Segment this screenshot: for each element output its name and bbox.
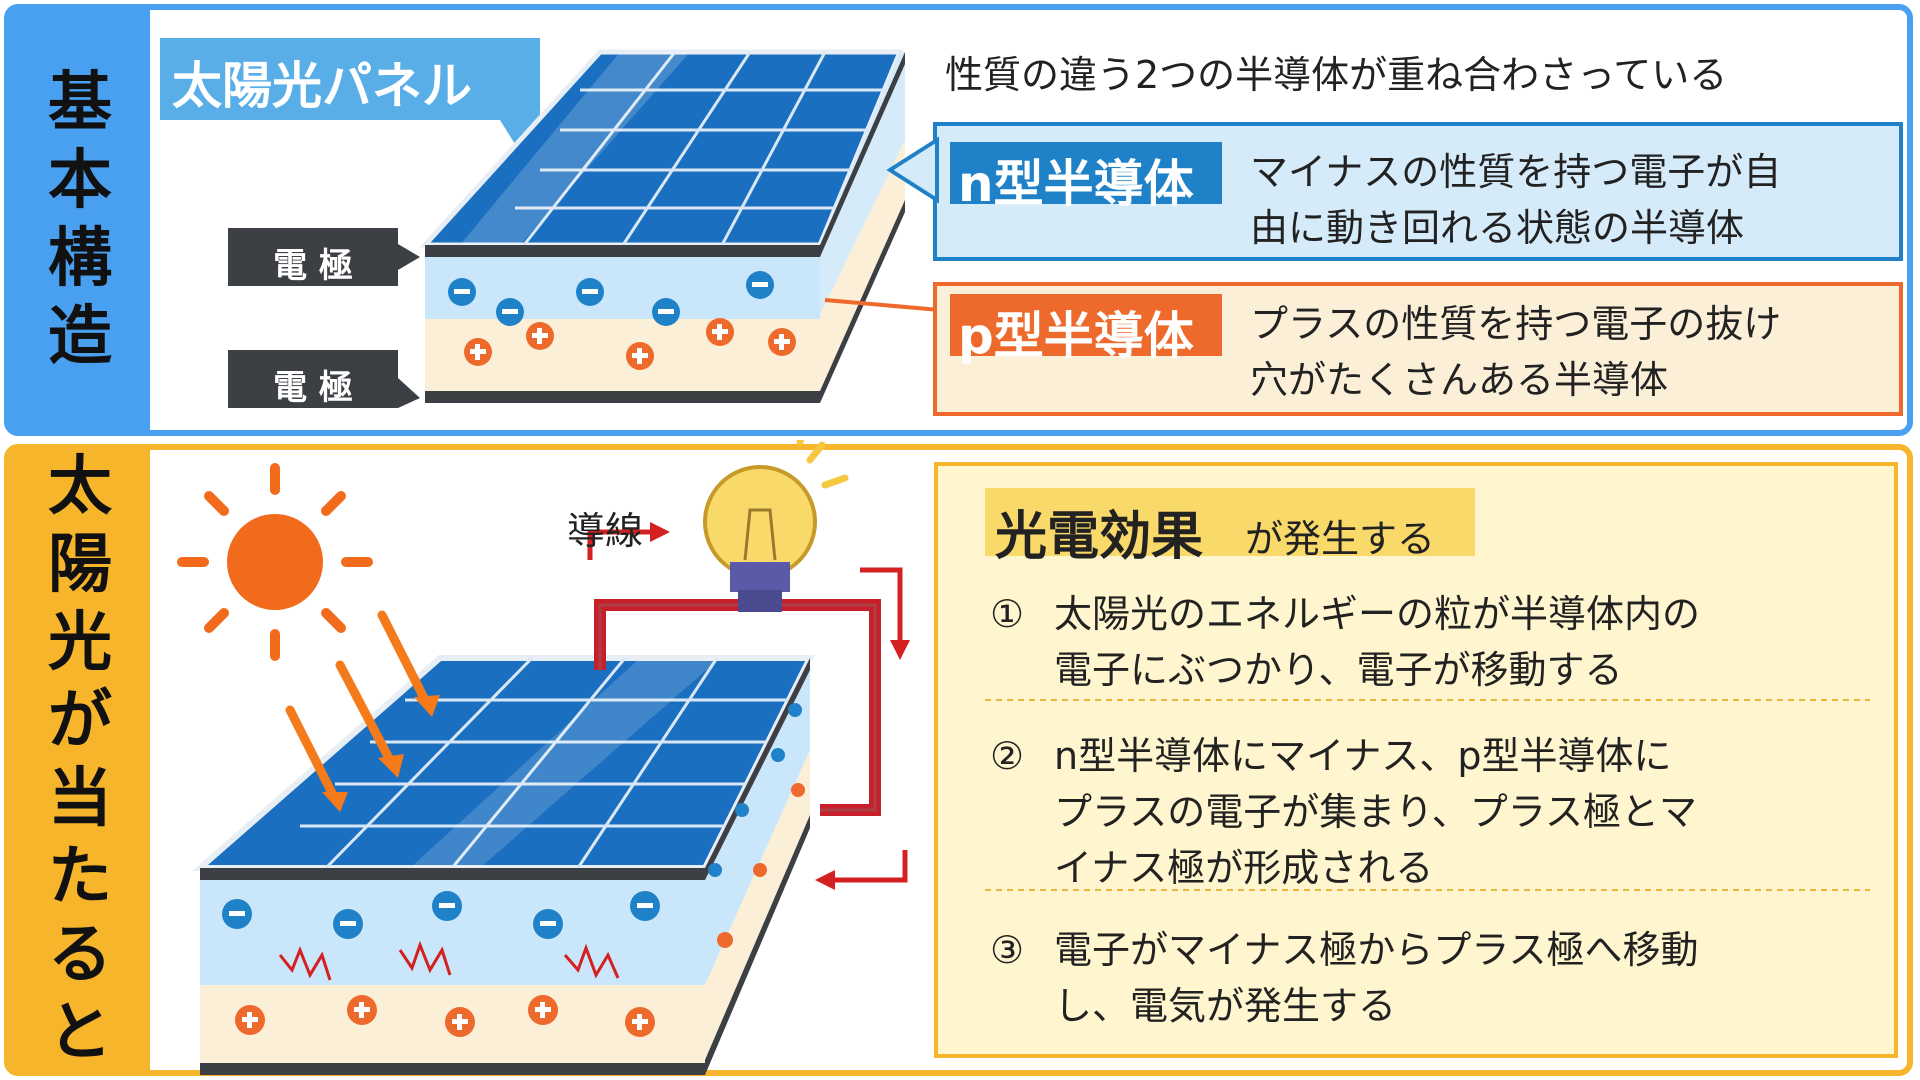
electrode-bottom-label: 電 極 xyxy=(273,368,353,408)
step-line: 電子にぶつかり、電子が移動する xyxy=(1054,648,1623,692)
step-number: ③ xyxy=(990,928,1025,972)
n-type-desc-line: 由に動き回れる状態の半導体 xyxy=(1250,206,1745,250)
light-rays xyxy=(285,610,430,800)
side-char: 当 xyxy=(48,762,112,836)
wire-label: 導線 xyxy=(567,509,644,553)
side-char: 造 xyxy=(48,300,112,374)
current-arrows xyxy=(587,529,908,883)
electron-markers xyxy=(448,271,774,326)
side-char: る xyxy=(48,918,112,992)
sunlight-side-label: 太 陽 光 が 当 た る と xyxy=(10,450,150,1070)
side-char: 構 xyxy=(48,222,112,296)
light-glow xyxy=(796,440,849,489)
side-char: 本 xyxy=(48,144,112,218)
hole-markers xyxy=(464,318,796,370)
n-type-title: n型半導体 xyxy=(958,155,1194,213)
effect-title: 光電効果 xyxy=(995,507,1204,567)
p-type-desc-line: プラスの性質を持つ電子の抜け xyxy=(1250,302,1782,346)
step-line: 太陽光のエネルギーの粒が半導体内の xyxy=(1054,592,1701,636)
basic-structure-side-label: 基 本 構 造 xyxy=(10,10,150,430)
side-electron-markers xyxy=(708,703,805,948)
step-number: ② xyxy=(990,734,1025,778)
light-bulb-icon xyxy=(703,465,817,612)
side-char: た xyxy=(48,840,112,914)
step-line: プラスの電子が集まり、プラス極とマ xyxy=(1054,790,1697,834)
p-type-desc-line: 穴がたくさんある半導体 xyxy=(1250,358,1669,402)
panel-structure-illustration xyxy=(160,38,1903,416)
electrode-top-label-box xyxy=(228,228,398,286)
panel-label-box xyxy=(160,38,540,120)
structure-headline: 性質の違う2つの半導体が重ね合わさっている xyxy=(945,53,1728,97)
step-3: ③ 電子がマイナス極からプラス極へ移動 し、電気が発生する xyxy=(990,922,1698,1034)
sun-icon xyxy=(177,463,373,661)
step-1: ① 太陽光のエネルギーの粒が半導体内の 電子にぶつかり、電子が移動する xyxy=(990,586,1700,698)
effect-box xyxy=(934,462,1898,1058)
solar-panel-grid xyxy=(515,51,884,246)
electrode-top-strip xyxy=(425,245,820,257)
electron-markers xyxy=(222,891,660,939)
electrode-top-label: 電 極 xyxy=(273,246,353,286)
step-number: ① xyxy=(990,592,1025,636)
effect-suffix: が発生する xyxy=(1245,517,1436,561)
solar-panel-grid xyxy=(300,656,789,870)
step-line: 電子がマイナス極からプラス極へ移動 xyxy=(1054,928,1699,972)
step-2: ② n型半導体にマイナス、p型半導体に プラスの電子が集まり、プラス極とマ イナ… xyxy=(990,728,1697,896)
side-char: と xyxy=(48,996,112,1070)
p-type-title: p型半導体 xyxy=(958,307,1194,365)
electrode-bottom-strip xyxy=(425,391,820,403)
step-line: イナス極が形成される xyxy=(1054,846,1434,890)
side-char: 光 xyxy=(48,606,112,680)
side-char: 太 xyxy=(48,450,112,524)
n-type-title-box xyxy=(950,142,1222,204)
n-type-desc-line: マイナスの性質を持つ電子が自 xyxy=(1250,150,1782,194)
hole-markers xyxy=(235,995,655,1037)
step-line: し、電気が発生する xyxy=(1054,984,1397,1028)
p-type-title-box xyxy=(950,294,1222,356)
spark-marks xyxy=(278,940,620,981)
side-char: が xyxy=(48,684,112,758)
side-char: 陽 xyxy=(48,528,112,602)
step-line: n型半導体にマイナス、p型半導体に xyxy=(1054,734,1672,778)
p-type-description: プラスの性質を持つ電子の抜け 穴がたくさんある半導体 xyxy=(1250,296,1781,408)
effect-title-box xyxy=(985,488,1475,556)
panel-label: 太陽光パネル xyxy=(172,57,472,115)
n-type-description: マイナスの性質を持つ電子が自 由に動き回れる状態の半導体 xyxy=(1250,144,1781,256)
photoelectric-illustration xyxy=(177,440,1898,1075)
wire xyxy=(594,599,881,816)
side-char: 基 xyxy=(48,66,112,140)
electrode-bottom-label-box xyxy=(228,350,398,408)
